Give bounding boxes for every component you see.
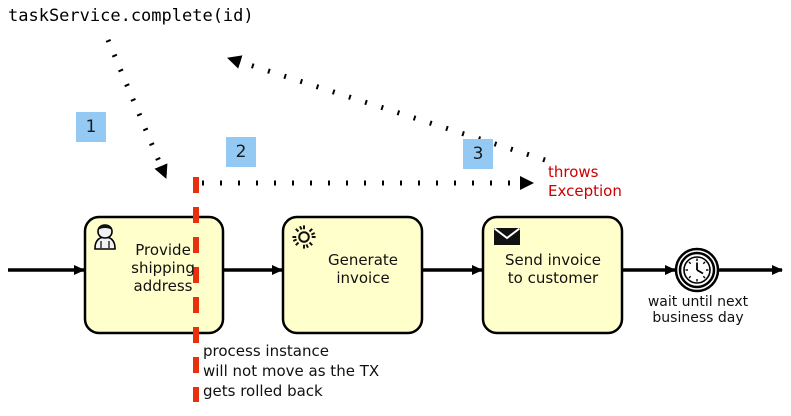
api-call-label: taskService.complete(id) (8, 6, 254, 26)
task-generate-invoice[interactable] (281, 215, 424, 335)
timer-event-label: wait until next business day (647, 294, 749, 326)
exception-label: throws Exception (548, 163, 622, 200)
task-label-send-invoice-to-customer: Send invoice to customer (505, 251, 601, 287)
user-icon (94, 224, 116, 250)
dotted-arrow-complete-call (105, 39, 169, 179)
timer-event[interactable] (674, 247, 720, 293)
task-label-generate-invoice: Generate invoice (327, 251, 399, 287)
dotted-arrow-exception-return (227, 55, 546, 163)
task-provide-shipping-address[interactable] (83, 215, 225, 335)
clock-icon (683, 256, 711, 284)
step-badge-2: 2 (226, 137, 256, 167)
step-badge-3: 3 (463, 139, 493, 169)
gear-icon (292, 225, 316, 249)
envelope-icon (493, 227, 521, 245)
task-label-provide-shipping-address: Provide shipping address (131, 241, 195, 295)
task-send-invoice-to-customer[interactable] (481, 215, 624, 335)
step-badge-1: 1 (76, 112, 106, 142)
rollback-note: process instance will not move as the TX… (203, 342, 380, 400)
